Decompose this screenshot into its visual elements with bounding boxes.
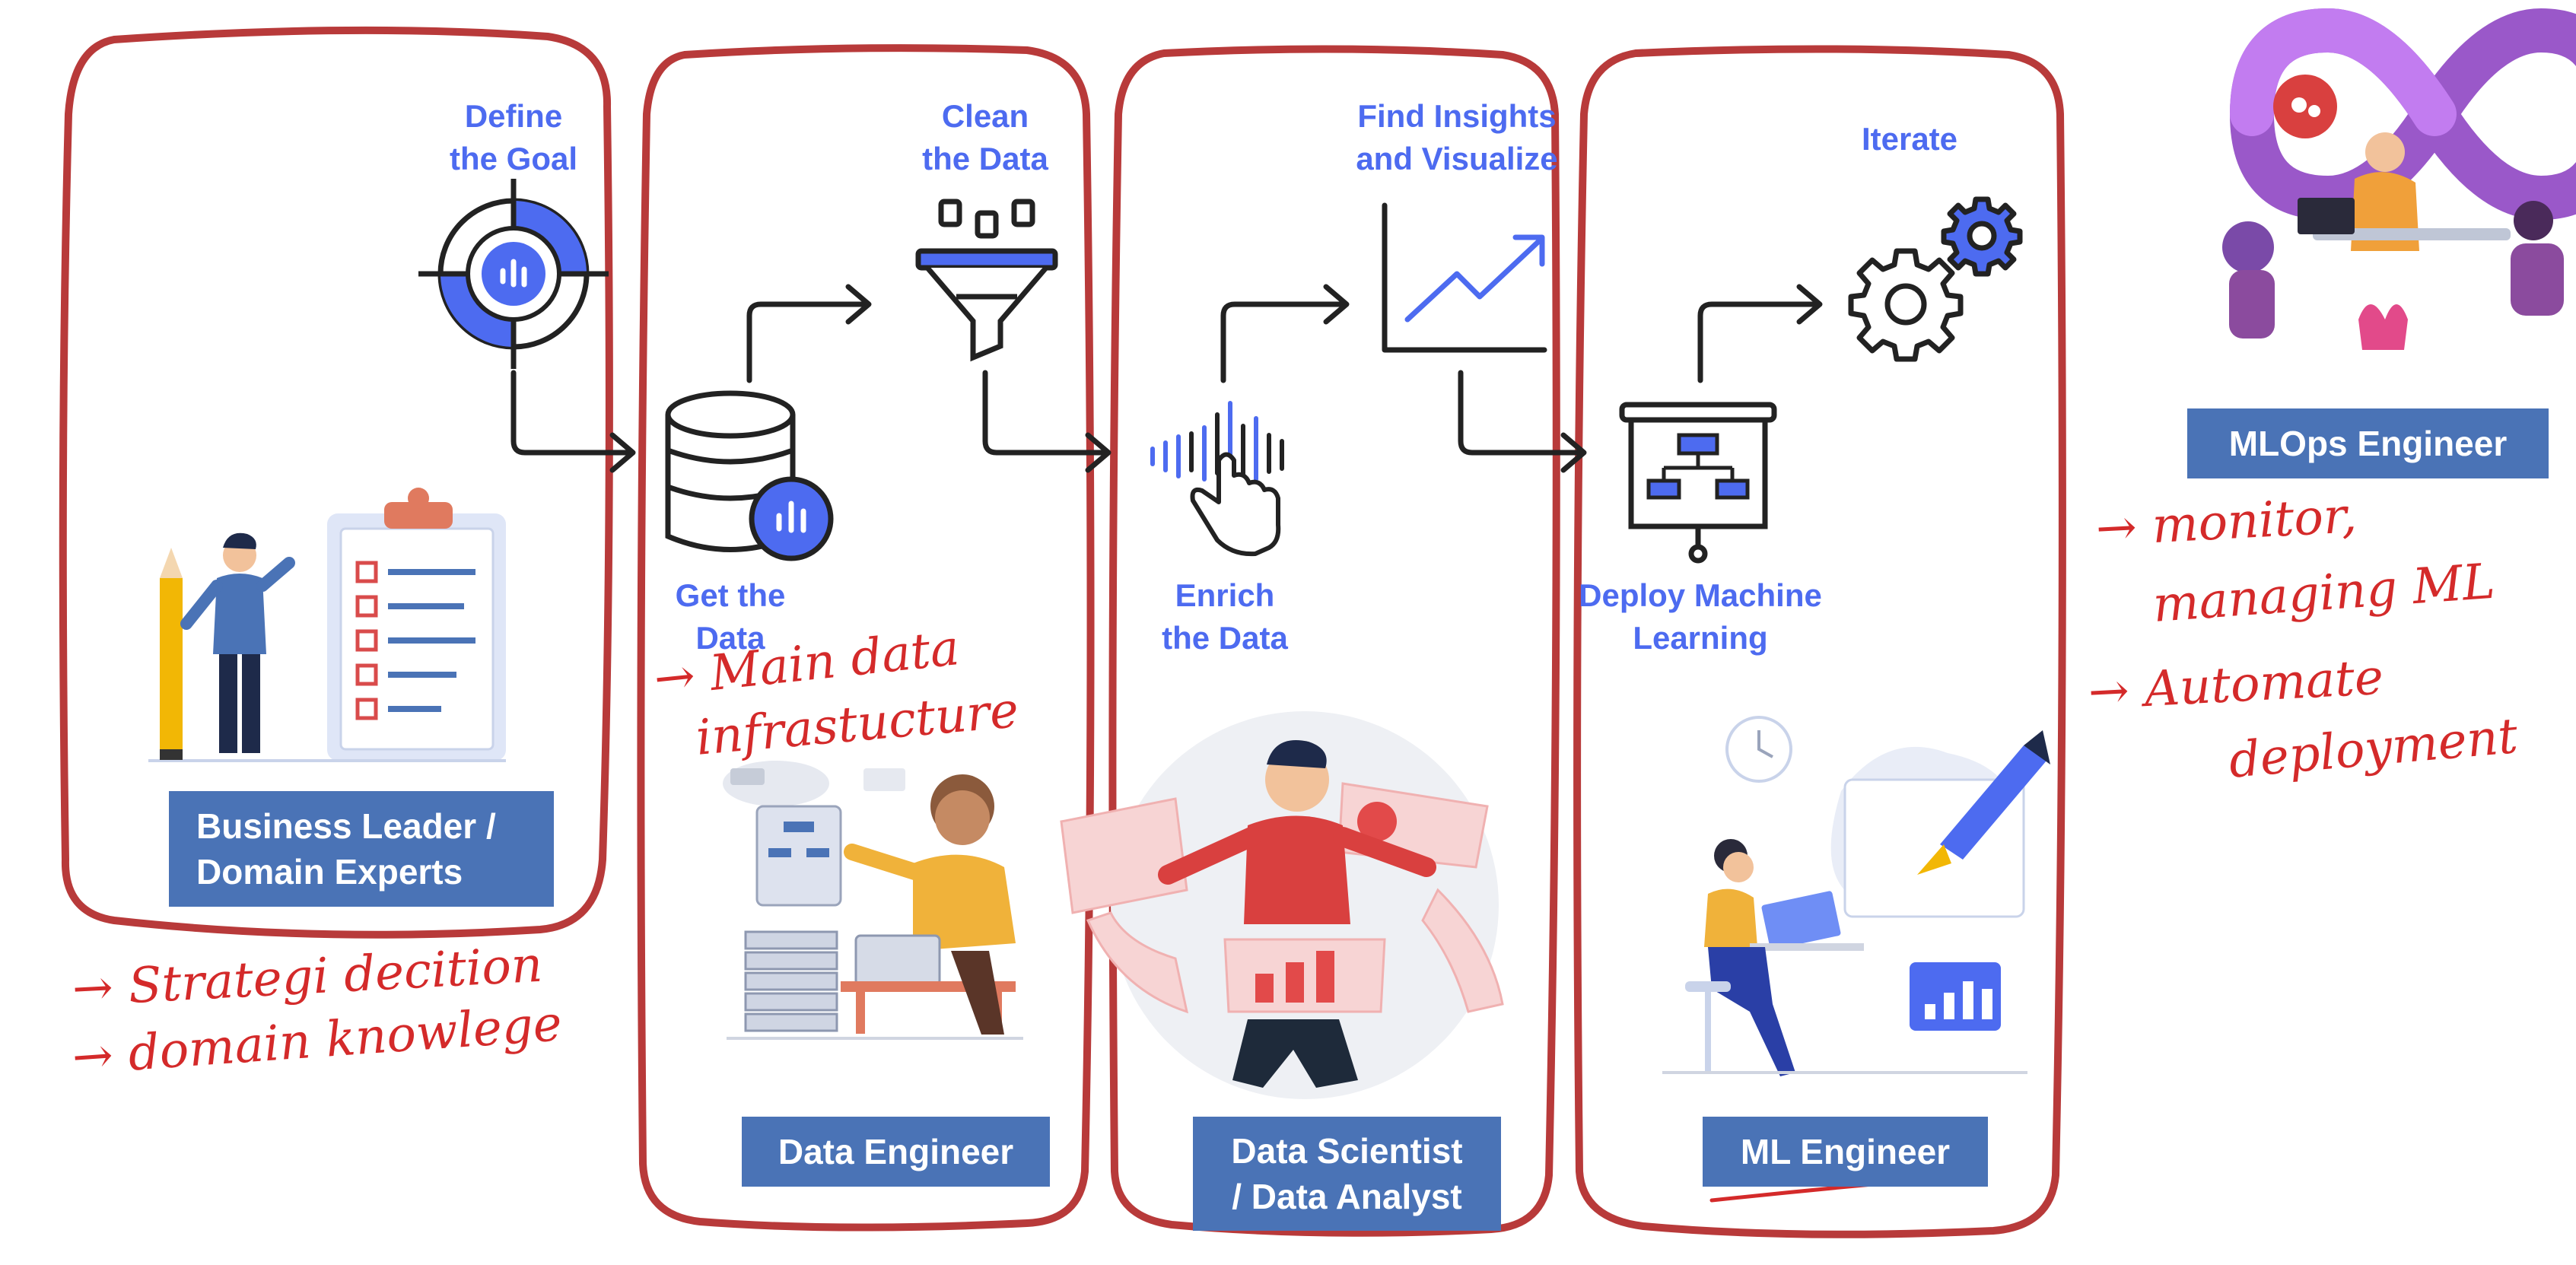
flow-arrow-data-to-clean	[746, 301, 870, 383]
flow-arrow-insights-to-deploy	[1458, 370, 1585, 456]
database-icon	[665, 390, 834, 561]
step-find-insights: Find Insights and Visualize	[1356, 98, 1558, 176]
funnel-icon	[915, 199, 1058, 362]
role-data-scientist: Data Scientist / Data Analyst	[1193, 1117, 1501, 1231]
presentation-board-icon	[1619, 402, 1777, 564]
flow-arrow-clean-to-enrich	[982, 370, 1110, 456]
flow-arrowhead	[845, 284, 872, 325]
hand-waveform-icon	[1150, 401, 1284, 557]
line-chart-icon	[1382, 202, 1547, 353]
role-mlops-engineer: MLOps Engineer	[2187, 408, 2549, 478]
flow-arrowhead	[609, 432, 636, 473]
flow-arrowhead	[1085, 432, 1111, 473]
flow-arrow-enrich-to-insights	[1220, 301, 1348, 383]
ml-engineer-illustration	[1662, 716, 2050, 1076]
flow-arrow-goal-to-data	[510, 370, 634, 456]
step-iterate: Iterate	[1861, 121, 1958, 157]
data-scientist-illustration	[1060, 711, 1504, 1099]
data-engineer-illustration	[723, 761, 1023, 1040]
flow-arrowhead	[1560, 432, 1587, 473]
flow-arrowhead	[1323, 284, 1350, 325]
infinity-loop-icon	[2222, 8, 2576, 350]
step-define-goal: Define the Goal	[449, 98, 578, 176]
step-clean-data: Clean the Data	[922, 98, 1048, 176]
step-get-data: Get the Data	[675, 577, 786, 656]
role-business-leader: Business Leader / Domain Experts	[169, 791, 554, 907]
business-leader-illustration	[148, 488, 506, 762]
role-ml-engineer: ML Engineer	[1703, 1117, 1988, 1187]
panel-outline-ml-engineer	[1573, 45, 2066, 1238]
flow-arrowhead	[1796, 284, 1823, 325]
gears-icon	[1848, 196, 2023, 362]
target-icon	[418, 179, 609, 369]
step-enrich-data: Enrich the Data	[1162, 577, 1288, 656]
role-data-engineer: Data Engineer	[742, 1117, 1050, 1187]
panel-outline-data-engineer	[637, 44, 1095, 1232]
step-deploy-ml: Deploy Machine Learning	[1579, 577, 1822, 656]
flow-arrow-deploy-to-iterate	[1697, 301, 1821, 383]
panel-outline-business	[59, 26, 613, 939]
